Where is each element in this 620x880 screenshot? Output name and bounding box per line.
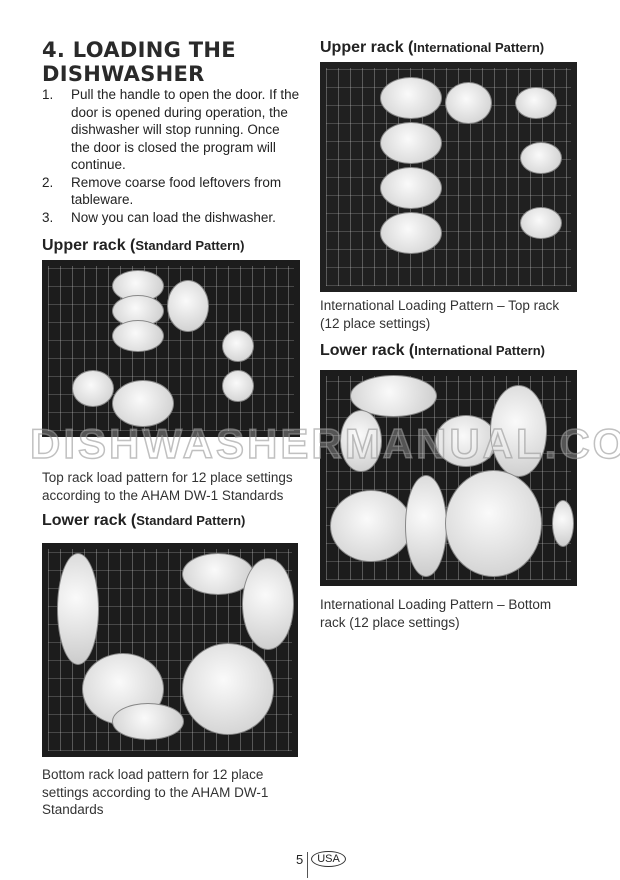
footer-divider xyxy=(307,852,309,878)
lower-rack-standard-caption: Bottom rack load pattern for 12 place se… xyxy=(42,767,269,817)
page-footer: 5 USA xyxy=(296,846,346,878)
upper-rack-international-heading: Upper rack (International Pattern) xyxy=(320,39,545,56)
upper-rack-standard-heading: Upper rack (Standard Pattern) xyxy=(42,237,245,254)
region-badge: USA xyxy=(311,851,346,867)
lower-rack-international-caption: International Loading Pattern – Bottom r… xyxy=(320,597,552,630)
step-item: 1.Pull the handle to open the door. If t… xyxy=(42,87,300,172)
upper-rack-standard-caption: Top rack load pattern for 12 place setti… xyxy=(42,470,293,503)
upper-rack-international-caption: International Loading Pattern – Top rack… xyxy=(320,298,560,331)
upper-rack-international-photo xyxy=(320,62,577,292)
lower-rack-standard-heading: Lower rack (Standard Pattern) xyxy=(42,512,246,529)
page-number: 5 xyxy=(296,851,304,867)
lower-rack-standard-photo xyxy=(42,543,298,757)
watermark: DISHWASHERMANUAL.COM xyxy=(29,419,620,468)
upper-rack-standard-photo xyxy=(42,260,300,437)
loading-steps: 1.Pull the handle to open the door. If t… xyxy=(42,86,302,226)
step-item: 3.Now you can load the dishwasher. xyxy=(42,209,276,225)
lower-rack-international-heading: Lower rack (International Pattern) xyxy=(320,342,546,359)
step-item: 2.Remove coarse food leftovers from tabl… xyxy=(42,174,282,208)
lower-rack-international-photo xyxy=(320,370,577,586)
section-title: 4. LOADING THE DISHWASHER xyxy=(42,38,236,86)
